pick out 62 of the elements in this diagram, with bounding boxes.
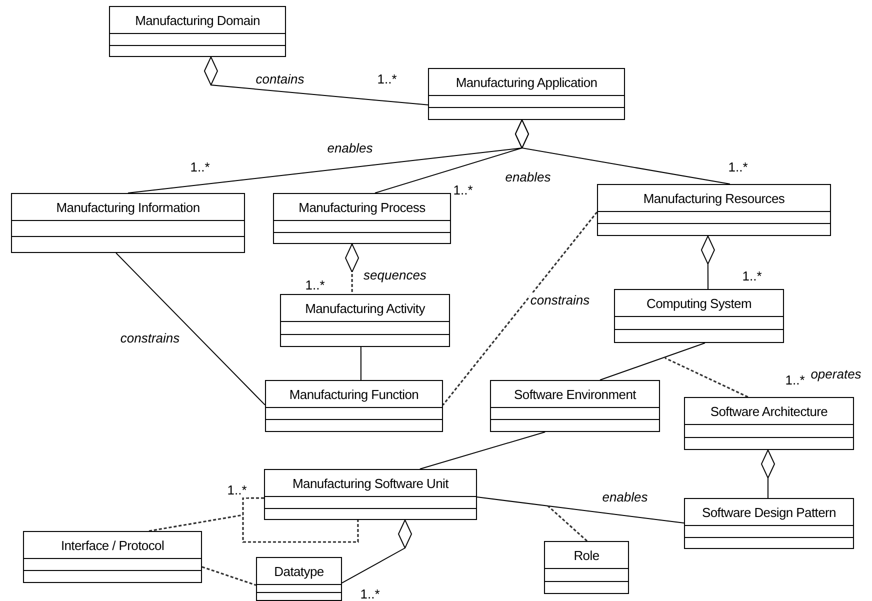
class-name: Software Architecture	[685, 398, 853, 425]
aggregation-line	[345, 244, 360, 294]
leader-line	[148, 514, 244, 532]
association-line	[600, 342, 706, 380]
association-line	[242, 497, 359, 543]
class-box	[273, 193, 451, 244]
multiplicity-label: 1..*	[359, 586, 381, 601]
multiplicity-label: 1..*	[452, 182, 474, 198]
multiplicity-label: 1..*	[784, 372, 806, 388]
class-name: Manufacturing Information	[12, 194, 244, 221]
class-name: Datatype	[257, 558, 341, 585]
class-box	[490, 380, 660, 432]
aggregation-line	[700, 236, 715, 290]
leader-line	[547, 505, 588, 542]
edge-label: enables	[601, 490, 649, 504]
edge-label: contains	[254, 72, 306, 86]
class-box	[109, 6, 286, 57]
class-name: Manufacturing Process	[274, 194, 450, 221]
class-name: Software Environment	[491, 381, 659, 408]
leader-line	[664, 357, 748, 398]
class-name: Manufacturing Domain	[110, 7, 285, 34]
edge-label: constrains	[119, 330, 181, 346]
class-box	[544, 541, 629, 594]
multiplicity-label: 1..*	[741, 268, 763, 284]
class-box	[11, 193, 245, 253]
aggregation-line	[204, 56, 428, 106]
class-box	[428, 68, 625, 120]
class-name: Manufacturing Function	[266, 381, 442, 408]
class-name: Software Design Pattern	[685, 499, 853, 526]
class-box	[265, 380, 443, 432]
class-box	[264, 469, 477, 520]
association-line	[202, 566, 256, 586]
association-line	[442, 212, 598, 406]
association-line	[360, 346, 362, 380]
multiplicity-label: 1..*	[727, 160, 749, 174]
class-name: Role	[545, 542, 628, 569]
association-line	[476, 496, 684, 524]
class-name: Manufacturing Resources	[598, 185, 830, 212]
class-name: Computing System	[615, 290, 783, 317]
class-name: Manufacturing Activity	[281, 295, 449, 322]
class-name: Interface / Protocol	[24, 532, 201, 559]
aggregation-line	[342, 520, 412, 584]
class-box	[684, 498, 854, 549]
association-line	[116, 252, 266, 406]
multiplicity-label: 1..*	[189, 160, 211, 174]
class-name: Manufacturing Application	[429, 69, 624, 96]
class-name: Manufacturing Software Unit	[265, 470, 476, 497]
multiplicity-label: 1..*	[304, 278, 326, 292]
multiplicity-label: 1..*	[226, 482, 248, 498]
class-box	[256, 557, 342, 601]
class-box	[614, 289, 784, 343]
aggregation-line	[760, 450, 775, 498]
edge-label: enables	[326, 140, 374, 156]
class-box	[684, 397, 854, 450]
multiplicity-label: 1..*	[376, 72, 398, 86]
class-box	[280, 294, 450, 347]
edge-label: enables	[504, 170, 552, 184]
class-box	[23, 531, 202, 583]
edge-label: constrains	[529, 292, 591, 308]
association-line	[419, 432, 546, 470]
class-box	[597, 184, 831, 236]
aggregation-line	[514, 120, 730, 184]
